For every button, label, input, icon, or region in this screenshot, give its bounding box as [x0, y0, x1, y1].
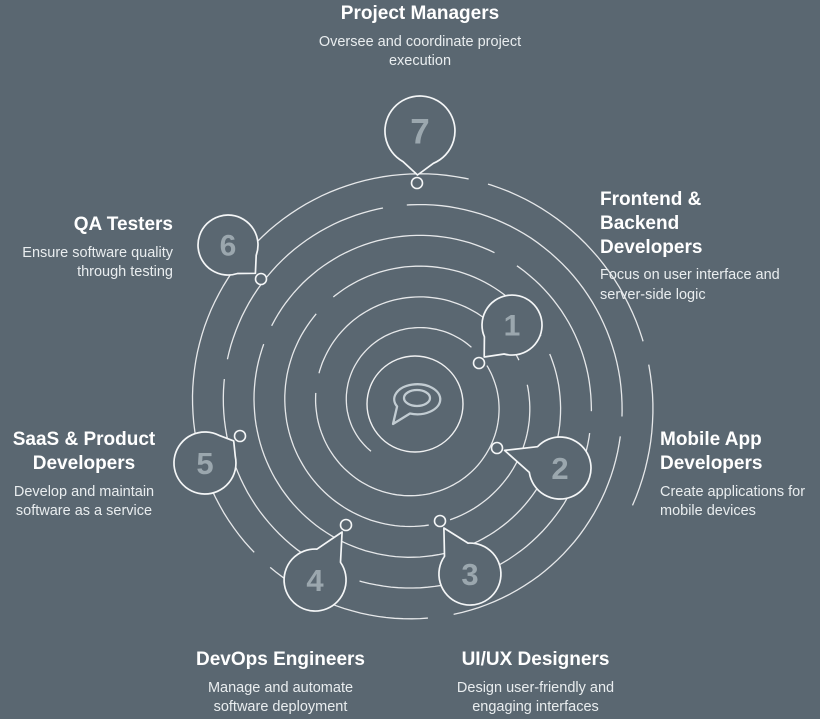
marker-number: 7 [410, 112, 429, 151]
spiral-line [191, 173, 654, 620]
marker-balloon [173, 431, 237, 495]
spiral-nodes [233, 176, 504, 532]
spiral-node-2 [490, 441, 504, 455]
spiral-node-6 [254, 272, 268, 286]
marker-balloon [283, 531, 347, 612]
marker-7: 7 [384, 95, 456, 176]
label-saas-product-developers: SaaS & Product Developers Develop and ma… [0, 428, 168, 522]
spiral-node-5 [233, 429, 247, 443]
marker-number: 5 [196, 446, 213, 481]
chat-bubble-inner [402, 388, 432, 408]
label-description: Manage and automate software deployment [207, 679, 354, 716]
label-description: Develop and maintain software as a servi… [13, 483, 155, 520]
label-description: Ensure software quality through testing [22, 244, 173, 281]
label-description: Oversee and coordinate project execution [318, 33, 522, 70]
label-description: Create applications for mobile devices [660, 483, 806, 520]
label-title: SaaS & Product Developers [12, 429, 156, 474]
marker-number: 1 [504, 310, 521, 343]
label-devops-engineers: DevOps Engineers Manage and automate sof… [183, 648, 378, 718]
marker-number: 4 [306, 563, 324, 598]
chat-bubble-outline [391, 383, 442, 426]
label-title: Frontend & Backend Developers [600, 189, 703, 258]
marker-5: 5 [173, 431, 237, 495]
label-description: Focus on user interface and server-side … [600, 267, 780, 303]
marker-number: 6 [220, 230, 237, 263]
marker-3: 3 [438, 527, 502, 606]
label-title: Mobile App Developers [660, 429, 763, 474]
marker-number: 3 [461, 557, 478, 592]
label-qa-testers: QA Testers Ensure software quality throu… [3, 213, 173, 283]
marker-balloon [384, 95, 456, 176]
label-project-managers: Project Managers Oversee and coordinate … [295, 2, 545, 72]
label-frontend-backend-developers: Frontend & Backend Developers Focus on u… [600, 188, 780, 305]
spiral-node-7 [410, 176, 424, 190]
chat-bubble-icon [391, 383, 442, 426]
marker-balloon [197, 214, 259, 276]
spiral-node-4 [339, 518, 353, 532]
marker-number: 2 [551, 451, 568, 486]
label-title: Project Managers [340, 3, 500, 24]
marker-2: 2 [503, 436, 592, 500]
label-title: UI/UX Designers [461, 649, 610, 670]
label-description: Design user-friendly and engaging interf… [456, 679, 615, 716]
label-mobile-app-developers: Mobile App Developers Create application… [660, 428, 820, 522]
marker-4: 4 [283, 531, 347, 612]
label-uiux-designers: UI/UX Designers Design user-friendly and… [438, 648, 633, 718]
spiral-node-1 [472, 356, 486, 370]
center-circle [366, 355, 464, 453]
number-markers: 1 2 3 4 5 6 7 [173, 95, 592, 612]
marker-6: 6 [197, 214, 259, 276]
marker-balloon [438, 527, 502, 606]
marker-balloon [503, 436, 592, 500]
marker-balloon [481, 294, 543, 358]
spiral-node-3 [433, 514, 447, 528]
label-title: QA Testers [73, 214, 173, 235]
label-title: DevOps Engineers [196, 649, 365, 670]
marker-1: 1 [481, 294, 543, 358]
